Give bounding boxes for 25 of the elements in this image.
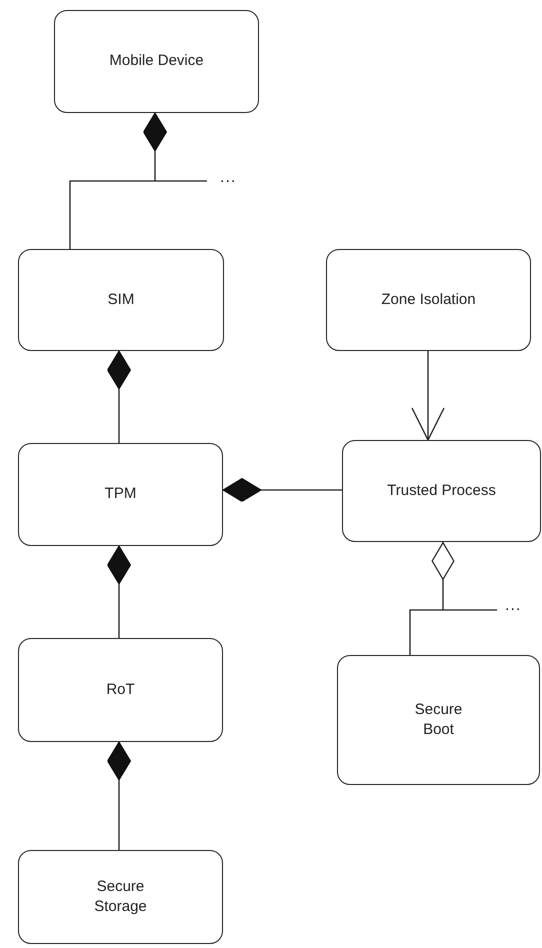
ellipsis-label: ...	[505, 598, 522, 614]
composition-connector	[107, 350, 131, 443]
class-name: Secure Storage	[93, 876, 148, 917]
class-box	[18, 249, 224, 351]
class-name: SIM	[108, 290, 134, 310]
class-name: TPM	[104, 484, 136, 504]
class-name: Zone Isolation	[381, 290, 476, 310]
class-name: Mobile Device	[109, 51, 204, 72]
class-box	[18, 638, 223, 742]
composition-connector	[107, 546, 131, 638]
class-box	[337, 655, 540, 785]
composition-connector	[69, 112, 167, 249]
class-box	[54, 10, 259, 113]
composition-connector	[222, 478, 342, 502]
class-box	[18, 850, 223, 944]
composition-connector	[107, 742, 131, 850]
class-name: RoT	[106, 680, 135, 700]
class-name: Trusted Process	[387, 480, 496, 501]
ellipsis-label: ...	[220, 170, 236, 186]
class-box	[342, 440, 541, 542]
arrow	[411, 351, 445, 441]
class-box	[326, 249, 531, 351]
composition-connector	[409, 542, 454, 655]
class-name: Secure Boot	[414, 700, 464, 740]
class-box	[18, 443, 223, 546]
